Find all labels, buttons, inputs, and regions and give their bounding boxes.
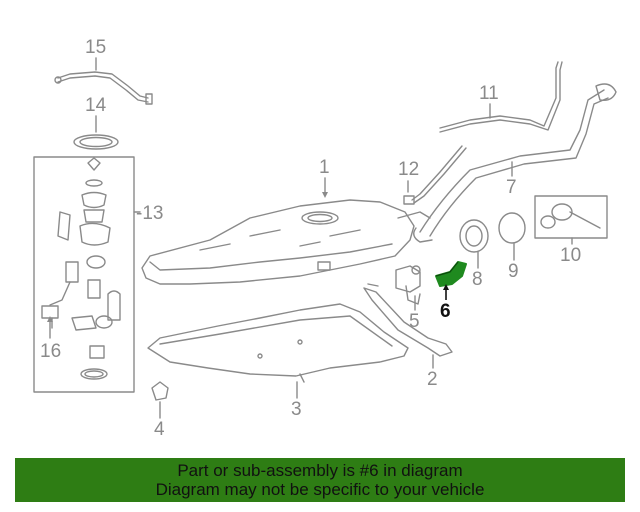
part-10-fuel-lid bbox=[534, 195, 608, 239]
callout-2: 2 bbox=[427, 369, 438, 390]
callout-10: 10 bbox=[560, 245, 582, 266]
callout-16: 16 bbox=[40, 341, 62, 362]
part-4-clip bbox=[151, 381, 169, 401]
callout-3: 3 bbox=[291, 399, 302, 420]
part-1-fuel-tank bbox=[141, 199, 431, 285]
callout-13: -13 bbox=[136, 203, 164, 224]
parts-diagram bbox=[33, 57, 617, 419]
info-banner: Part or sub-assembly is #6 in diagram Di… bbox=[15, 458, 625, 502]
part-6-hose-highlighted bbox=[435, 261, 467, 287]
part-5-valve bbox=[395, 265, 421, 305]
part-9-gasket bbox=[498, 212, 526, 244]
part-11-breather-line bbox=[439, 61, 563, 133]
callout-12: 12 bbox=[398, 159, 420, 180]
banner-line-1: Part or sub-assembly is #6 in diagram bbox=[177, 461, 463, 480]
callout-11: 11 bbox=[479, 83, 499, 104]
callout-1: 1 bbox=[319, 157, 330, 178]
callout-15: 15 bbox=[85, 37, 107, 58]
part-12-tube bbox=[403, 145, 467, 205]
part-14-gasket bbox=[73, 134, 119, 150]
part-13-fuel-pump-assembly bbox=[33, 156, 141, 393]
part-8-ring bbox=[459, 219, 489, 253]
callout-7: 7 bbox=[506, 177, 517, 198]
callout-5: 5 bbox=[409, 311, 420, 332]
callout-14: 14 bbox=[85, 95, 107, 116]
callout-4: 4 bbox=[154, 419, 165, 440]
part-3-protector bbox=[147, 303, 409, 383]
banner-line-2: Diagram may not be specific to your vehi… bbox=[155, 480, 485, 499]
part-7-filler-pipe bbox=[413, 83, 617, 243]
part-2-strap bbox=[363, 283, 453, 357]
part-15-vent-line bbox=[54, 71, 153, 105]
callout-8: 8 bbox=[472, 269, 483, 290]
callout-6: 6 bbox=[440, 301, 451, 322]
callout-9: 9 bbox=[508, 261, 519, 282]
leader-6-arrow bbox=[443, 284, 449, 290]
